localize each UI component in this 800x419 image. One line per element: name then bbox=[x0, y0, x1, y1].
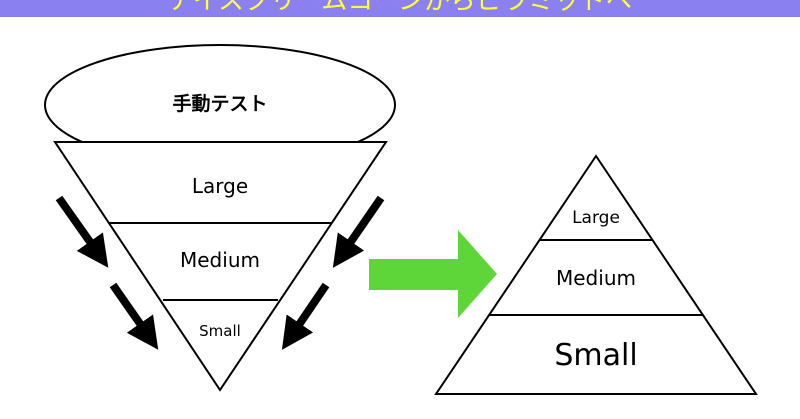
down-arrow-left-2 bbox=[109, 282, 159, 350]
cone-triangle bbox=[53, 141, 388, 392]
header-title: アイスクリームコーンからピラミッドへ bbox=[168, 0, 632, 16]
pyramid-band-medium: Medium bbox=[556, 266, 636, 290]
header-bar: アイスクリームコーンからピラミッドへ bbox=[0, 0, 800, 17]
down-arrow-right-1 bbox=[332, 195, 385, 268]
pyramid-band-small: Small bbox=[554, 338, 637, 373]
cone-top-label: 手動テスト bbox=[172, 92, 267, 115]
cone-band-small: Small bbox=[199, 322, 241, 340]
down-arrow-right-2 bbox=[281, 282, 330, 350]
green-right-arrow bbox=[369, 230, 497, 318]
cone-band-medium: Medium bbox=[180, 248, 260, 272]
cone-band-large: Large bbox=[192, 174, 248, 198]
pyramid-triangle bbox=[434, 154, 758, 395]
down-arrow-left-1 bbox=[55, 195, 109, 268]
pyramid-band-large: Large bbox=[572, 208, 620, 228]
